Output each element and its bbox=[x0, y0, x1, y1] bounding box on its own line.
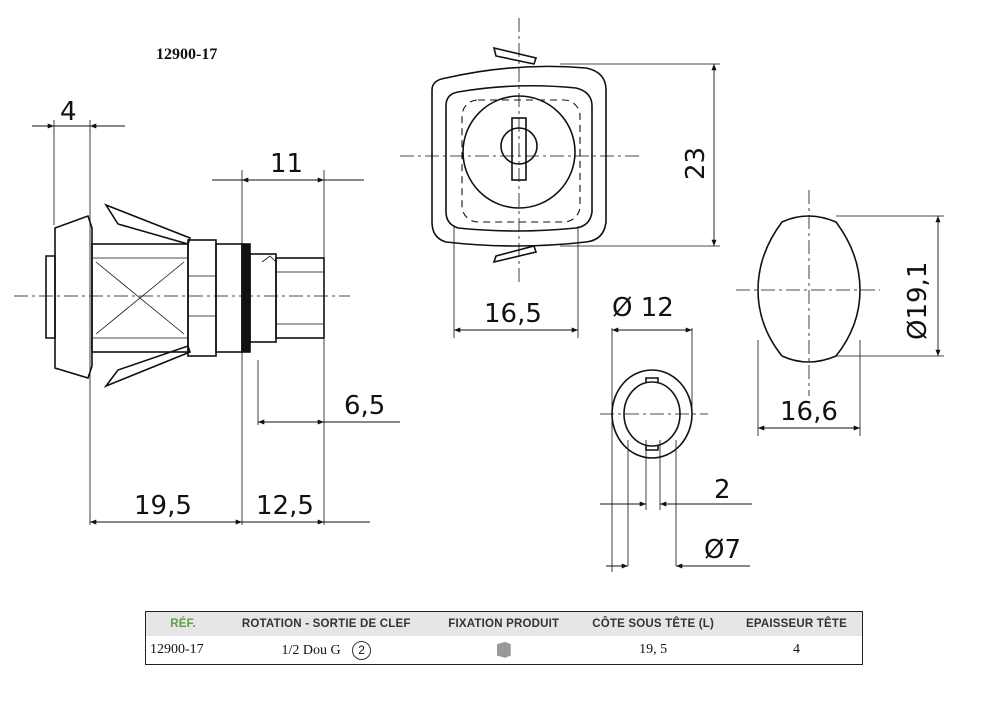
cell-rotation: 1/2 Dou G 2 bbox=[220, 636, 432, 665]
bore-view-labels: Ø 12 2 Ø7 bbox=[612, 293, 741, 565]
dim-head-thickness: 4 bbox=[60, 97, 77, 127]
dim-cutout-diameter: Ø19,1 bbox=[903, 262, 933, 340]
rotation-marker: 2 bbox=[352, 640, 372, 660]
cell-fixation bbox=[432, 636, 575, 665]
dim-protrusion: 6,5 bbox=[344, 391, 385, 421]
reference-title: 12900-17 bbox=[156, 46, 218, 63]
cutout-view bbox=[736, 190, 944, 436]
header-fixation: FIXATION PRODUIT bbox=[432, 611, 576, 636]
dim-under-head: 19,5 bbox=[134, 491, 192, 521]
header-cote: CÔTE SOUS TÊTE (L) bbox=[575, 611, 732, 636]
side-view-labels: 4 11 6,5 19,5 12,5 bbox=[60, 97, 385, 521]
header-epaisseur: EPAISSEUR TÊTE bbox=[731, 611, 863, 636]
specification-table: RÉF. ROTATION - SORTIE DE CLEF FIXATION … bbox=[145, 611, 863, 665]
header-ref: RÉF. bbox=[145, 611, 221, 636]
dim-outer-diameter: Ø 12 bbox=[612, 293, 674, 323]
table-row: 12900-17 1/2 Dou G 2 19, 5 4 bbox=[146, 636, 863, 665]
front-view bbox=[400, 18, 720, 338]
cell-cote: 19, 5 bbox=[639, 642, 668, 657]
table-header-row: RÉF. ROTATION - SORTIE DE CLEF FIXATION … bbox=[145, 611, 863, 636]
bore-view bbox=[600, 327, 752, 572]
side-view bbox=[14, 120, 400, 525]
front-view-labels: 23 16,5 bbox=[484, 147, 711, 329]
clip-icon bbox=[496, 641, 511, 658]
header-rotation: ROTATION - SORTIE DE CLEF bbox=[220, 611, 433, 636]
dim-body-length: 11 bbox=[270, 149, 303, 179]
rotation-text: 1/2 Dou G bbox=[281, 642, 341, 658]
dim-width: 16,5 bbox=[484, 299, 542, 329]
dim-cutout-width: 16,6 bbox=[780, 397, 838, 427]
dim-slot-width: 2 bbox=[714, 475, 731, 505]
dim-height: 23 bbox=[681, 147, 711, 180]
cell-ref: 12900-17 bbox=[150, 642, 204, 657]
dim-inner-diameter: Ø7 bbox=[704, 535, 741, 565]
cutout-view-labels: Ø19,1 16,6 bbox=[780, 262, 933, 427]
technical-drawing: 4 11 6,5 19,5 12,5 23 16,5 bbox=[14, 18, 944, 572]
cell-epaisseur: 4 bbox=[793, 642, 800, 657]
dim-total-back: 12,5 bbox=[256, 491, 314, 521]
